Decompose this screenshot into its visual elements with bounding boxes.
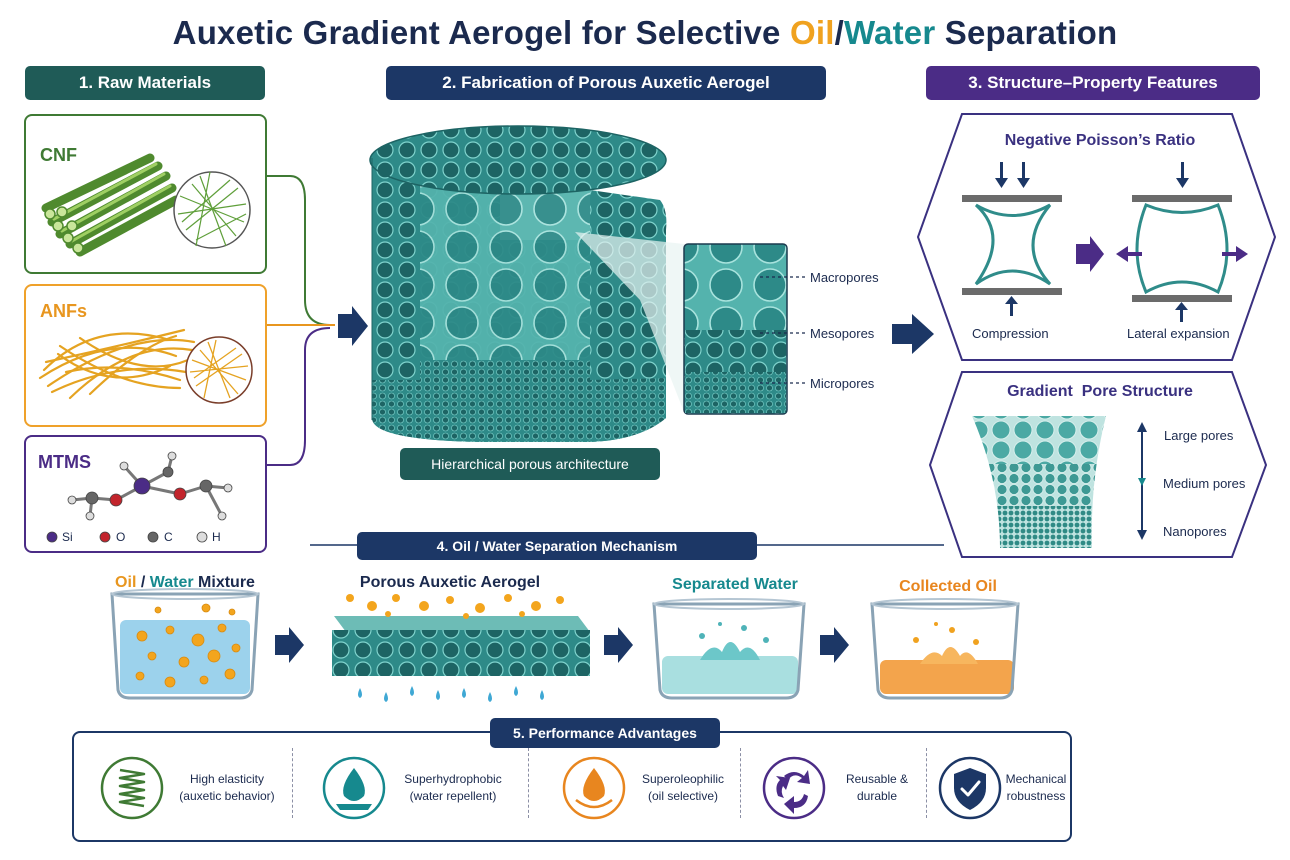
cnf-bundle-icon xyxy=(41,153,181,257)
aerogel-slab-icon xyxy=(332,594,590,702)
legend-c: C xyxy=(164,530,173,544)
gradient-title: Gradient Pore Structure xyxy=(1007,383,1193,400)
divider xyxy=(926,748,927,818)
spring-icon xyxy=(100,756,164,820)
separated-water-title: Separated Water xyxy=(672,576,798,593)
label-cnf: CNF xyxy=(40,145,77,165)
divider xyxy=(528,748,529,818)
advantage-reusable: Reusable &durable xyxy=(845,772,909,803)
label-compression: Compression xyxy=(972,326,1049,341)
section-performance: 5. Performance Advantages xyxy=(490,718,720,748)
poisson-title: Negative Poisson’s Ratio xyxy=(1004,132,1196,149)
section-fabrication: 2. Fabrication of Porous Auxetic Aerogel xyxy=(386,66,826,100)
mixture-title: Oil / Water Mixture xyxy=(115,574,255,591)
legend-h: H xyxy=(212,530,221,544)
mtms-atoms xyxy=(67,451,233,521)
collected-oil-title: Collected Oil xyxy=(899,578,997,595)
legend-si: Si xyxy=(62,530,73,544)
arrow-to-structure-icon xyxy=(892,314,934,354)
anf-network-icon xyxy=(185,336,253,404)
label-mtms: MTMS xyxy=(38,452,91,472)
anf-fibers-icon xyxy=(38,328,196,400)
water-beaker-icon xyxy=(652,598,806,700)
arrow-to-fabrication-icon xyxy=(338,306,368,346)
oil-beaker-icon xyxy=(870,598,1020,700)
page-title: Auxetic Gradient Aerogel for Selective O… xyxy=(172,14,1118,51)
advantage-superoleophilic: Superoleophilic(oil selective) xyxy=(641,772,725,803)
label-nanopores: Nanopores xyxy=(1163,524,1227,539)
title-water: Water xyxy=(843,14,936,51)
water-drop-icon xyxy=(322,756,386,820)
title-oil: Oil xyxy=(789,14,835,51)
label-large-pores: Large pores xyxy=(1164,428,1234,443)
cnf-network-icon xyxy=(173,171,251,249)
label-mesopores: Mesopores xyxy=(810,326,875,341)
label-lateral-expansion: Lateral expansion xyxy=(1127,326,1230,341)
legend-o: O xyxy=(116,530,126,544)
section-raw-materials: 1. Raw Materials xyxy=(25,66,265,100)
card-mtms xyxy=(24,435,267,553)
recycle-icon xyxy=(762,756,826,820)
advantage-superhydrophobic: Superhydrophobic(water repellent) xyxy=(404,772,502,803)
shield-check-icon xyxy=(938,756,1002,820)
mixture-beaker-icon xyxy=(110,588,260,700)
architecture-label: Hierarchical porous architecture xyxy=(400,448,660,480)
oil-drop-icon xyxy=(562,756,626,820)
label-macropores: Macropores xyxy=(810,270,879,285)
divider xyxy=(292,748,293,818)
atom-legend-dots xyxy=(46,531,208,543)
label-medium-pores: Medium pores xyxy=(1163,476,1246,491)
arrow-compression-to-expansion-icon xyxy=(1076,236,1104,272)
divider xyxy=(740,748,741,818)
advantage-elasticity: High elasticity(auxetic behavior) xyxy=(179,772,275,803)
section-structure: 3. Structure–Property Features xyxy=(926,66,1260,100)
aerogel-slab-title: Porous Auxetic Aerogel xyxy=(359,574,541,591)
label-anf: ANFs xyxy=(40,301,88,321)
section-mechanism: 4. Oil / Water Separation Mechanism xyxy=(357,532,757,560)
label-micropores: Micropores xyxy=(810,376,875,391)
